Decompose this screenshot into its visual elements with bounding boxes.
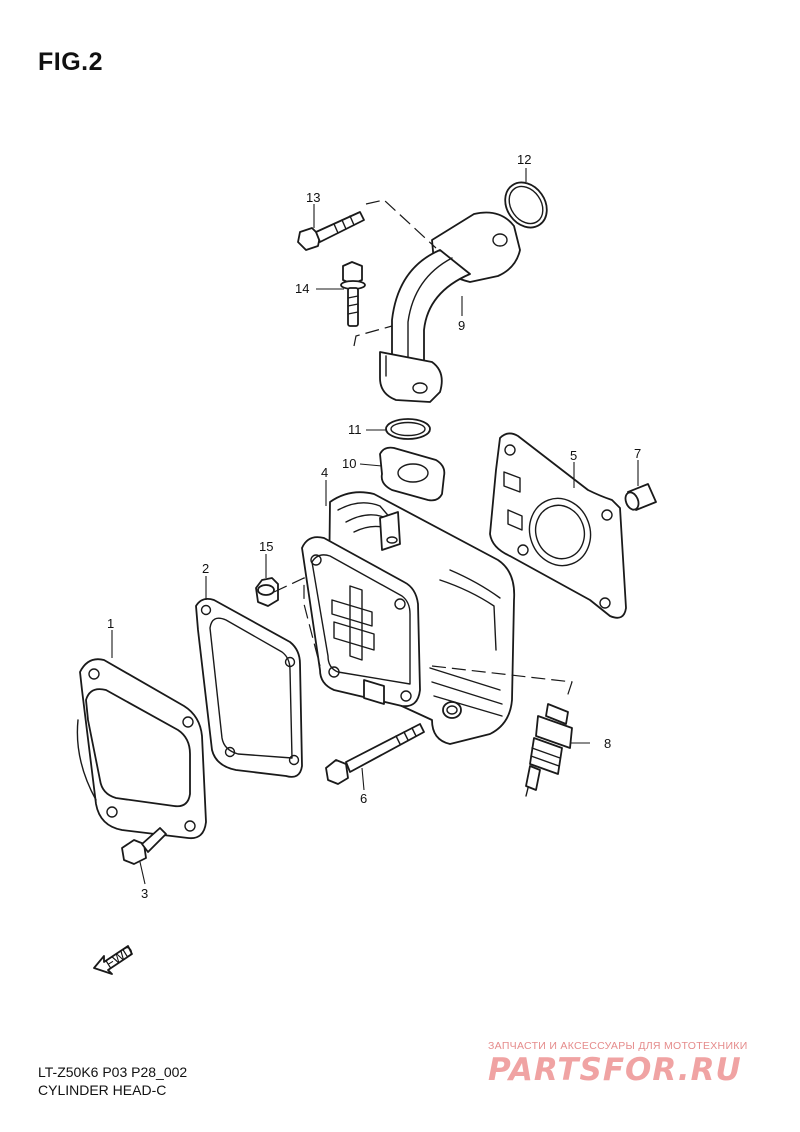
fwd-label: FWD — [103, 943, 136, 971]
part-2-cover-gasket — [195, 597, 303, 778]
callout-13: 13 — [306, 190, 320, 205]
part-7-dowel-pin — [624, 483, 657, 511]
callout-1: 1 — [107, 616, 114, 631]
part-1-head-cover — [76, 658, 207, 840]
callout-7: 7 — [634, 446, 641, 461]
callout-10: 10 — [342, 456, 356, 471]
part-15-cap-nut — [255, 577, 279, 607]
part-5-head-gasket — [489, 432, 627, 619]
callout-8: 8 — [604, 736, 611, 751]
callout-2: 2 — [202, 561, 209, 576]
fwd-arrow-icon: FWD — [93, 943, 136, 975]
callout-3: 3 — [141, 886, 148, 901]
part-12-o-ring — [504, 181, 548, 229]
watermark-logo: PARTSFOR.RU — [488, 1052, 742, 1088]
callout-9: 9 — [458, 318, 465, 333]
diagram-code: LT-Z50K6 P03 P28_002 — [38, 1064, 188, 1080]
callout-11: 11 — [348, 422, 362, 437]
part-8-spark-plug — [525, 703, 573, 797]
assembly-dash-lines — [273, 199, 573, 701]
callout-numbers: 12 13 14 9 11 10 4 5 7 15 2 1 8 6 3 — [107, 152, 641, 901]
diagram-footer: LT-Z50K6 P03 P28_002 CYLINDER HEAD-C — [38, 1063, 187, 1099]
callout-14: 14 — [295, 281, 309, 296]
callout-6: 6 — [360, 791, 367, 806]
part-11-o-ring — [385, 418, 431, 440]
part-3-bolt — [121, 827, 167, 865]
part-13-bolt — [297, 211, 365, 251]
part-9-intake-pipe — [379, 211, 521, 403]
callout-12: 12 — [517, 152, 531, 167]
figure-title: FIG.2 — [38, 48, 104, 76]
part-10-spacer-gasket — [379, 446, 446, 502]
callout-4: 4 — [321, 465, 328, 480]
leader-lines — [111, 168, 639, 885]
callout-5: 5 — [570, 448, 577, 463]
watermark-tagline: ЗАПЧАСТИ И АКСЕССУАРЫ ДЛЯ МОТОТЕХНИКИ — [488, 1040, 748, 1052]
part-6-long-bolt — [325, 723, 425, 785]
diagram-name: CYLINDER HEAD-C — [38, 1082, 167, 1098]
part-14-flange-bolt — [340, 261, 366, 327]
callout-15: 15 — [259, 539, 273, 554]
part-4-cylinder-head — [301, 491, 516, 745]
